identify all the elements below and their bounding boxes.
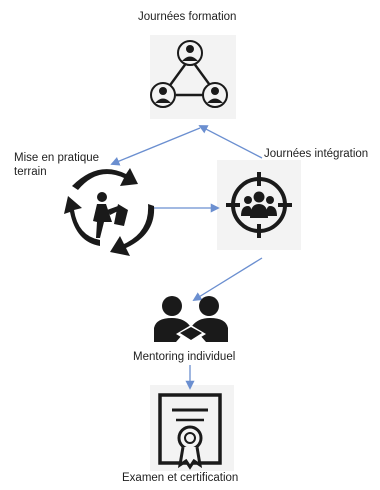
team-network-icon xyxy=(150,40,228,108)
handshake-icon xyxy=(154,296,228,343)
label-mise-en-pratique-line1: Mise en pratique xyxy=(14,152,100,164)
label-mentoring-individuel: Mentoring individuel xyxy=(133,351,236,363)
label-journees-formation: Journées formation xyxy=(138,11,237,23)
certificate-icon xyxy=(158,393,222,470)
recycle-person-icon xyxy=(64,168,155,256)
target-group-icon xyxy=(226,172,292,238)
label-mise-en-pratique-line2: terrain xyxy=(14,166,47,178)
arrow-integration-to-mentoring xyxy=(192,257,263,301)
arrow-integration-to-formation xyxy=(198,125,263,159)
arrow-formation-to-pratique xyxy=(110,127,201,166)
label-examen-certification: Examen et certification xyxy=(122,472,239,484)
label-journees-integration: Journées intégration xyxy=(264,148,369,160)
flow-arrows xyxy=(110,125,263,390)
label-mise-en-pratique: Mise en pratique terrain xyxy=(14,151,99,179)
